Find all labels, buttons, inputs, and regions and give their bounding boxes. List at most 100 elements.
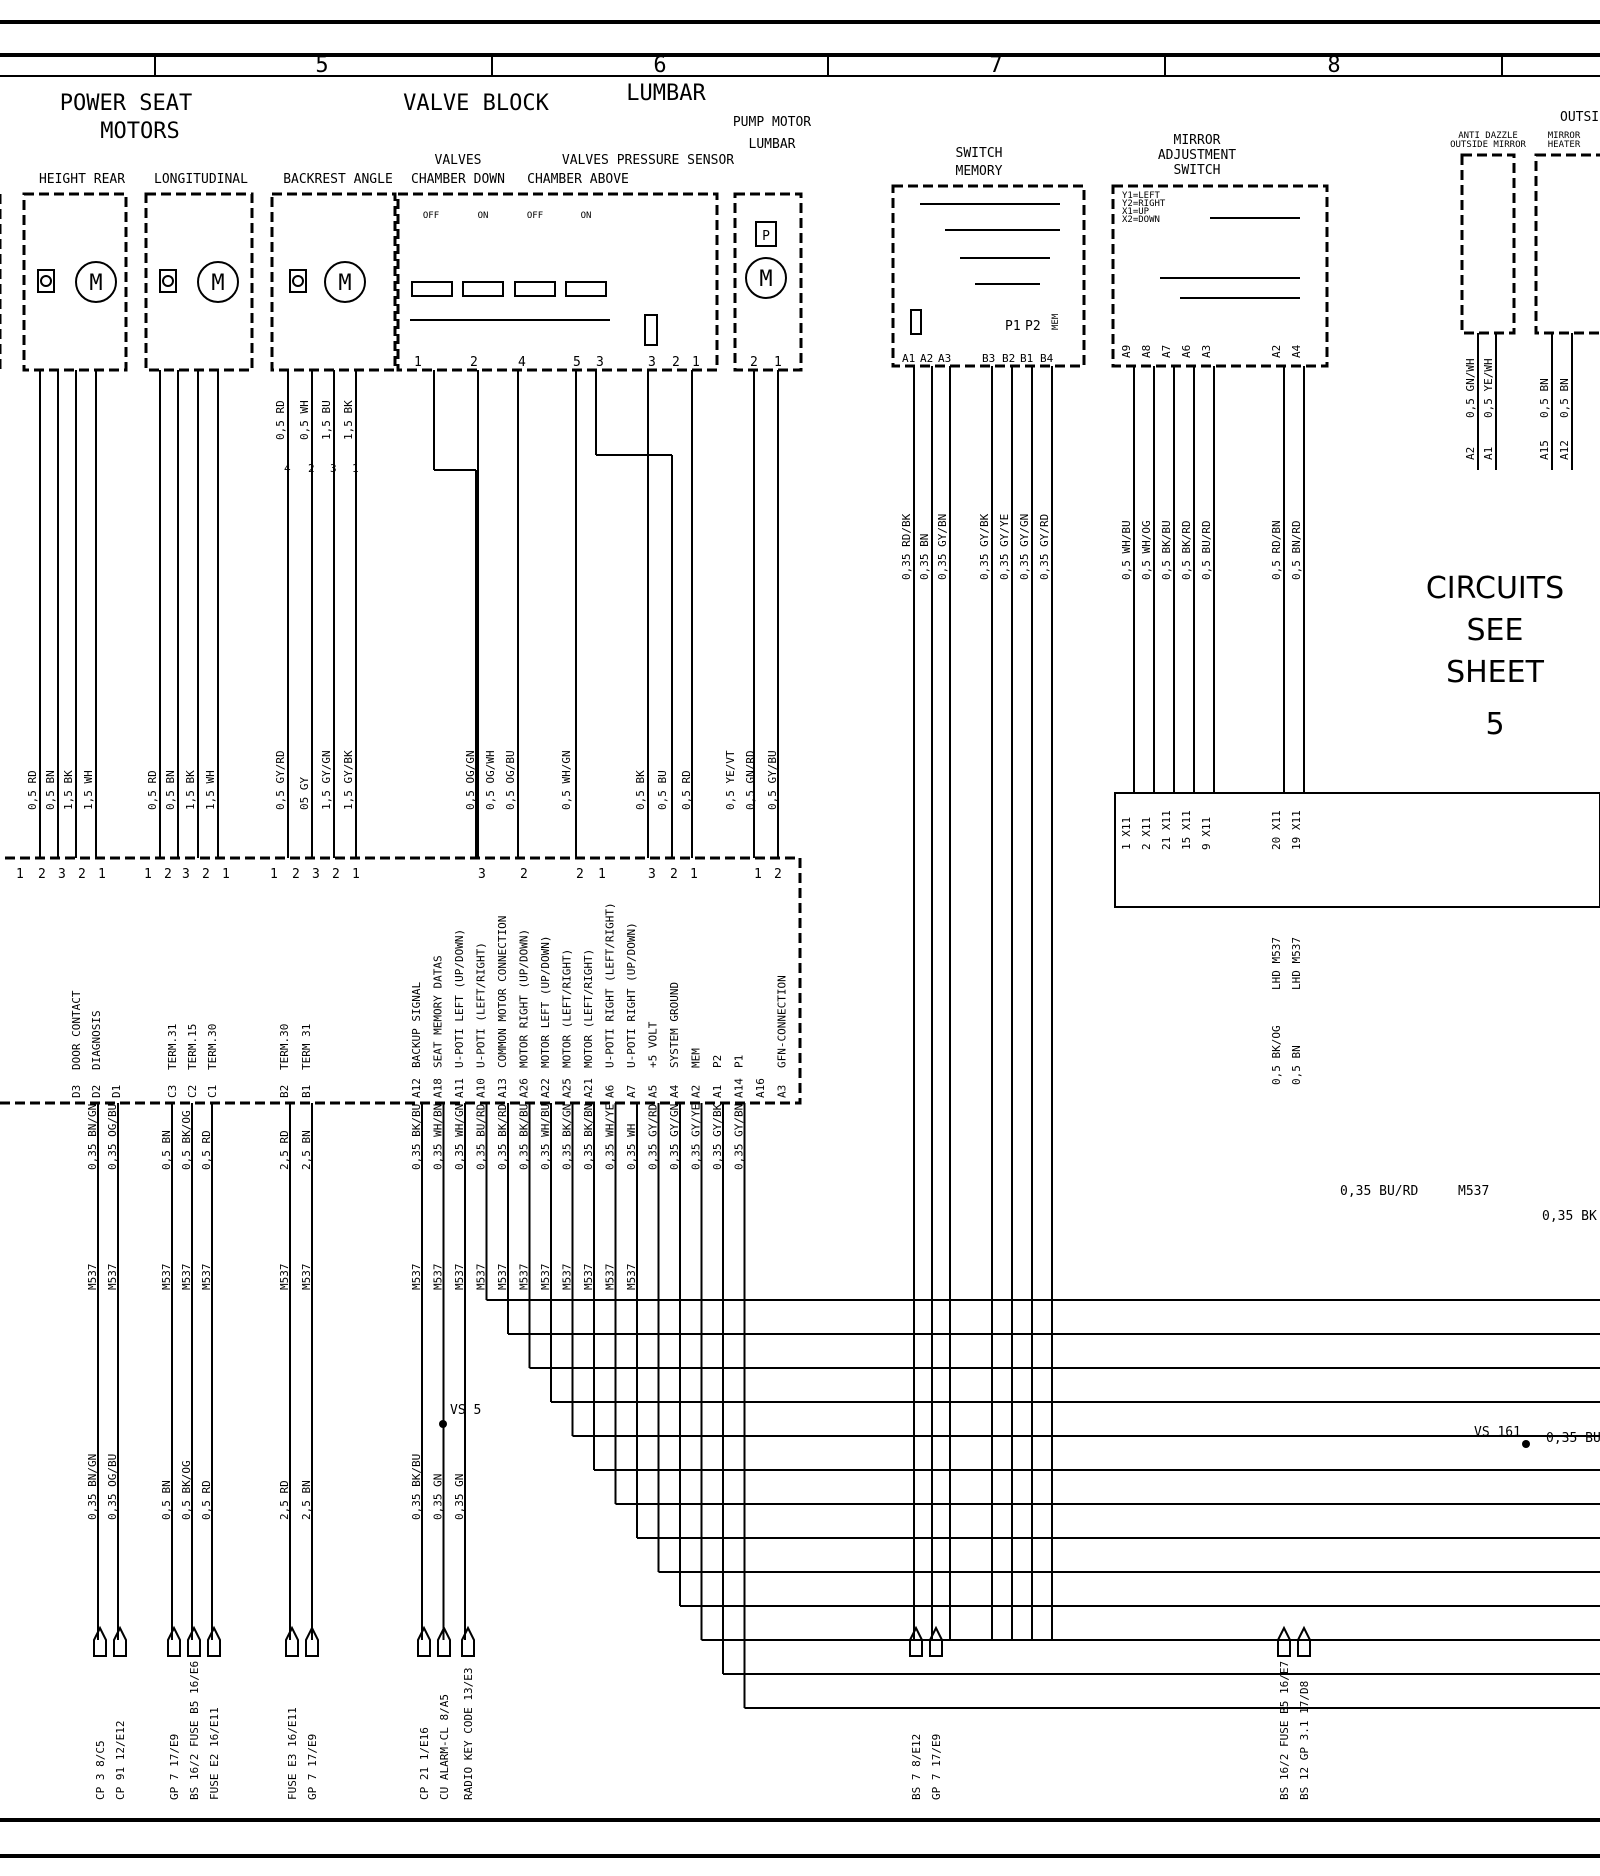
svg-text:OFF: OFF	[527, 211, 543, 221]
lower-wire-label: 0,5 BN	[160, 1480, 173, 1520]
backrest-top-label: 0,5 WH	[298, 400, 311, 440]
right-wire-2: M537	[1458, 1184, 1489, 1199]
long-wire-label: 1,5 BK	[184, 770, 197, 810]
long-wire-label: 0,5 BN	[164, 770, 177, 810]
connector-symbol	[167, 1625, 181, 1657]
pump-wire-label: 0,5 GY/BU	[766, 750, 779, 810]
svg-text:VS 5: VS 5	[450, 1403, 481, 1418]
module-function: P1	[733, 1055, 746, 1068]
antidazzle-pin: A1	[1482, 447, 1495, 460]
lhd-wire: 0,5 BK/OG	[1270, 1025, 1283, 1085]
destination-label: BS 12 GP 3.1 17/D8	[1298, 1681, 1311, 1800]
connector-pin: 3	[478, 867, 486, 882]
memory-wire-label: 0,35 BN	[918, 534, 931, 580]
valve-pin: 3	[648, 355, 656, 370]
module-function: TERM.30	[278, 1024, 291, 1070]
module-pin: A2	[690, 1085, 703, 1098]
mirror-title: MIRROR	[1174, 133, 1221, 148]
svg-text:P1: P1	[1005, 319, 1021, 334]
mirror-pin: A2	[1270, 345, 1283, 358]
bottom-wire-label: 0,35 WH/YE	[604, 1104, 617, 1170]
bottom-wire-label: 0,35 BK/BU	[410, 1104, 423, 1170]
backrest-pin: 4	[284, 462, 291, 475]
memory-pin: B4	[1040, 352, 1054, 365]
module-function: U-POTI RIGHT (UP/DOWN)	[625, 922, 638, 1068]
mirror-title-2: ADJUSTMENT	[1158, 148, 1236, 163]
module-function: TERM.15	[186, 1024, 199, 1070]
bottom-wire-label: 2,5 BN	[300, 1130, 313, 1170]
destination-label: BS 7 8/E12	[910, 1734, 923, 1800]
connector-pin: 2	[202, 867, 210, 882]
module-function: U-POTI RIGHT (LEFT/RIGHT)	[604, 902, 617, 1068]
module-function: TERM.30	[206, 1024, 219, 1070]
connector-pin: 3	[182, 867, 190, 882]
mirror-wire-label: 0,5 WH/OG	[1140, 520, 1153, 580]
height-wire-label: 1,5 BK	[62, 770, 75, 810]
connector-symbol	[929, 1625, 943, 1657]
connector-symbol	[909, 1625, 923, 1657]
memory-wire-label: 0,35 RD/BK	[900, 513, 913, 580]
x11-label: 21 X11	[1160, 810, 1173, 850]
module-function: +5 VOLT	[647, 1021, 660, 1068]
valve-wire-label: 0,5 OG/GN	[464, 750, 477, 810]
bottom-wire-label: 0,35 GY/BK	[711, 1103, 724, 1170]
module-pin: A18	[432, 1078, 445, 1098]
connector-symbol	[113, 1625, 127, 1657]
valve-symbols: OFF ON OFF ON	[410, 211, 658, 346]
module-pin: D3	[70, 1085, 83, 1098]
height-wire-label: 1,5 WH	[82, 770, 95, 810]
height-wire-label: 0,5 RD	[26, 770, 39, 810]
antidazzle-title-2: OUTSIDE MIRROR	[1450, 140, 1526, 150]
m537-label: M537	[200, 1264, 213, 1291]
connector-pin: 2	[38, 867, 46, 882]
connector-pin: 1	[352, 867, 360, 882]
valve-pin: 3	[596, 355, 604, 370]
bottom-wire-label: 0,35 WH/BN	[432, 1104, 445, 1170]
m537-label: M537	[278, 1264, 291, 1291]
bottom-wire-label: 0,35 BK/BU	[518, 1104, 531, 1170]
connector-symbol	[461, 1625, 475, 1657]
connector-pin: 2	[774, 867, 782, 882]
memory-pin: B2	[1002, 352, 1015, 365]
svg-text:M: M	[338, 271, 351, 296]
x11-label: 20 X11	[1270, 810, 1283, 850]
longitudinal-label: LONGITUDINAL	[154, 172, 248, 187]
x11-label: 1 X11	[1120, 817, 1133, 850]
connector-pin: 1	[754, 867, 762, 882]
connector-symbol	[187, 1625, 201, 1657]
mirror-switch-box	[1111, 184, 1329, 368]
module-pin: D1	[110, 1085, 123, 1098]
module-function: MOTOR (LEFT/RIGHT)	[561, 949, 574, 1068]
module-pin: A12	[410, 1078, 423, 1098]
memory-wire-label: 0,35 GY/BK	[978, 513, 991, 580]
connector-pin: 1	[690, 867, 698, 882]
connector-pin: 2	[332, 867, 340, 882]
connector-pin: 2	[292, 867, 300, 882]
memory-pin: A2	[920, 352, 933, 365]
right-wire-4: 0,35 BU	[1546, 1431, 1600, 1446]
connector-pin: 2	[78, 867, 86, 882]
module-function: U-POTI (LEFT/RIGHT)	[475, 942, 488, 1068]
backrest-top-label: 1,5 BU	[320, 400, 333, 440]
pump-pin: 2	[750, 355, 758, 370]
seat-control-module	[0, 856, 802, 1105]
memory-wire-label: 0,35 GY/RD	[1038, 514, 1051, 580]
svg-text:P2: P2	[1025, 319, 1041, 334]
memory-pin: A1	[902, 352, 915, 365]
connector-pin: 1	[598, 867, 606, 882]
svg-text:ON: ON	[478, 211, 489, 221]
module-function: COMMON MOTOR CONNECTION	[496, 916, 509, 1068]
m537-label: M537	[625, 1264, 638, 1291]
bottom-wire-label: 0,5 BN	[160, 1130, 173, 1170]
mirror-wire-label: 0,5 WH/BU	[1120, 520, 1133, 580]
x11-label: 19 X11	[1290, 810, 1303, 850]
module-function: MEM	[690, 1048, 703, 1068]
circuits-note-4: 5	[1485, 707, 1504, 742]
module-function: SEAT MEMORY DATAS	[432, 955, 445, 1068]
bottom-wire-label: 0,35 GY/RD	[647, 1104, 660, 1170]
pump-pin: 1	[774, 355, 782, 370]
lhd-label: LHD M537	[1270, 937, 1283, 990]
mirror-wire-label: 0,5 BN/RD	[1290, 520, 1303, 580]
destination-label: RADIO KEY CODE 13/E3	[462, 1668, 475, 1800]
backrest-pin: 1	[352, 462, 359, 475]
